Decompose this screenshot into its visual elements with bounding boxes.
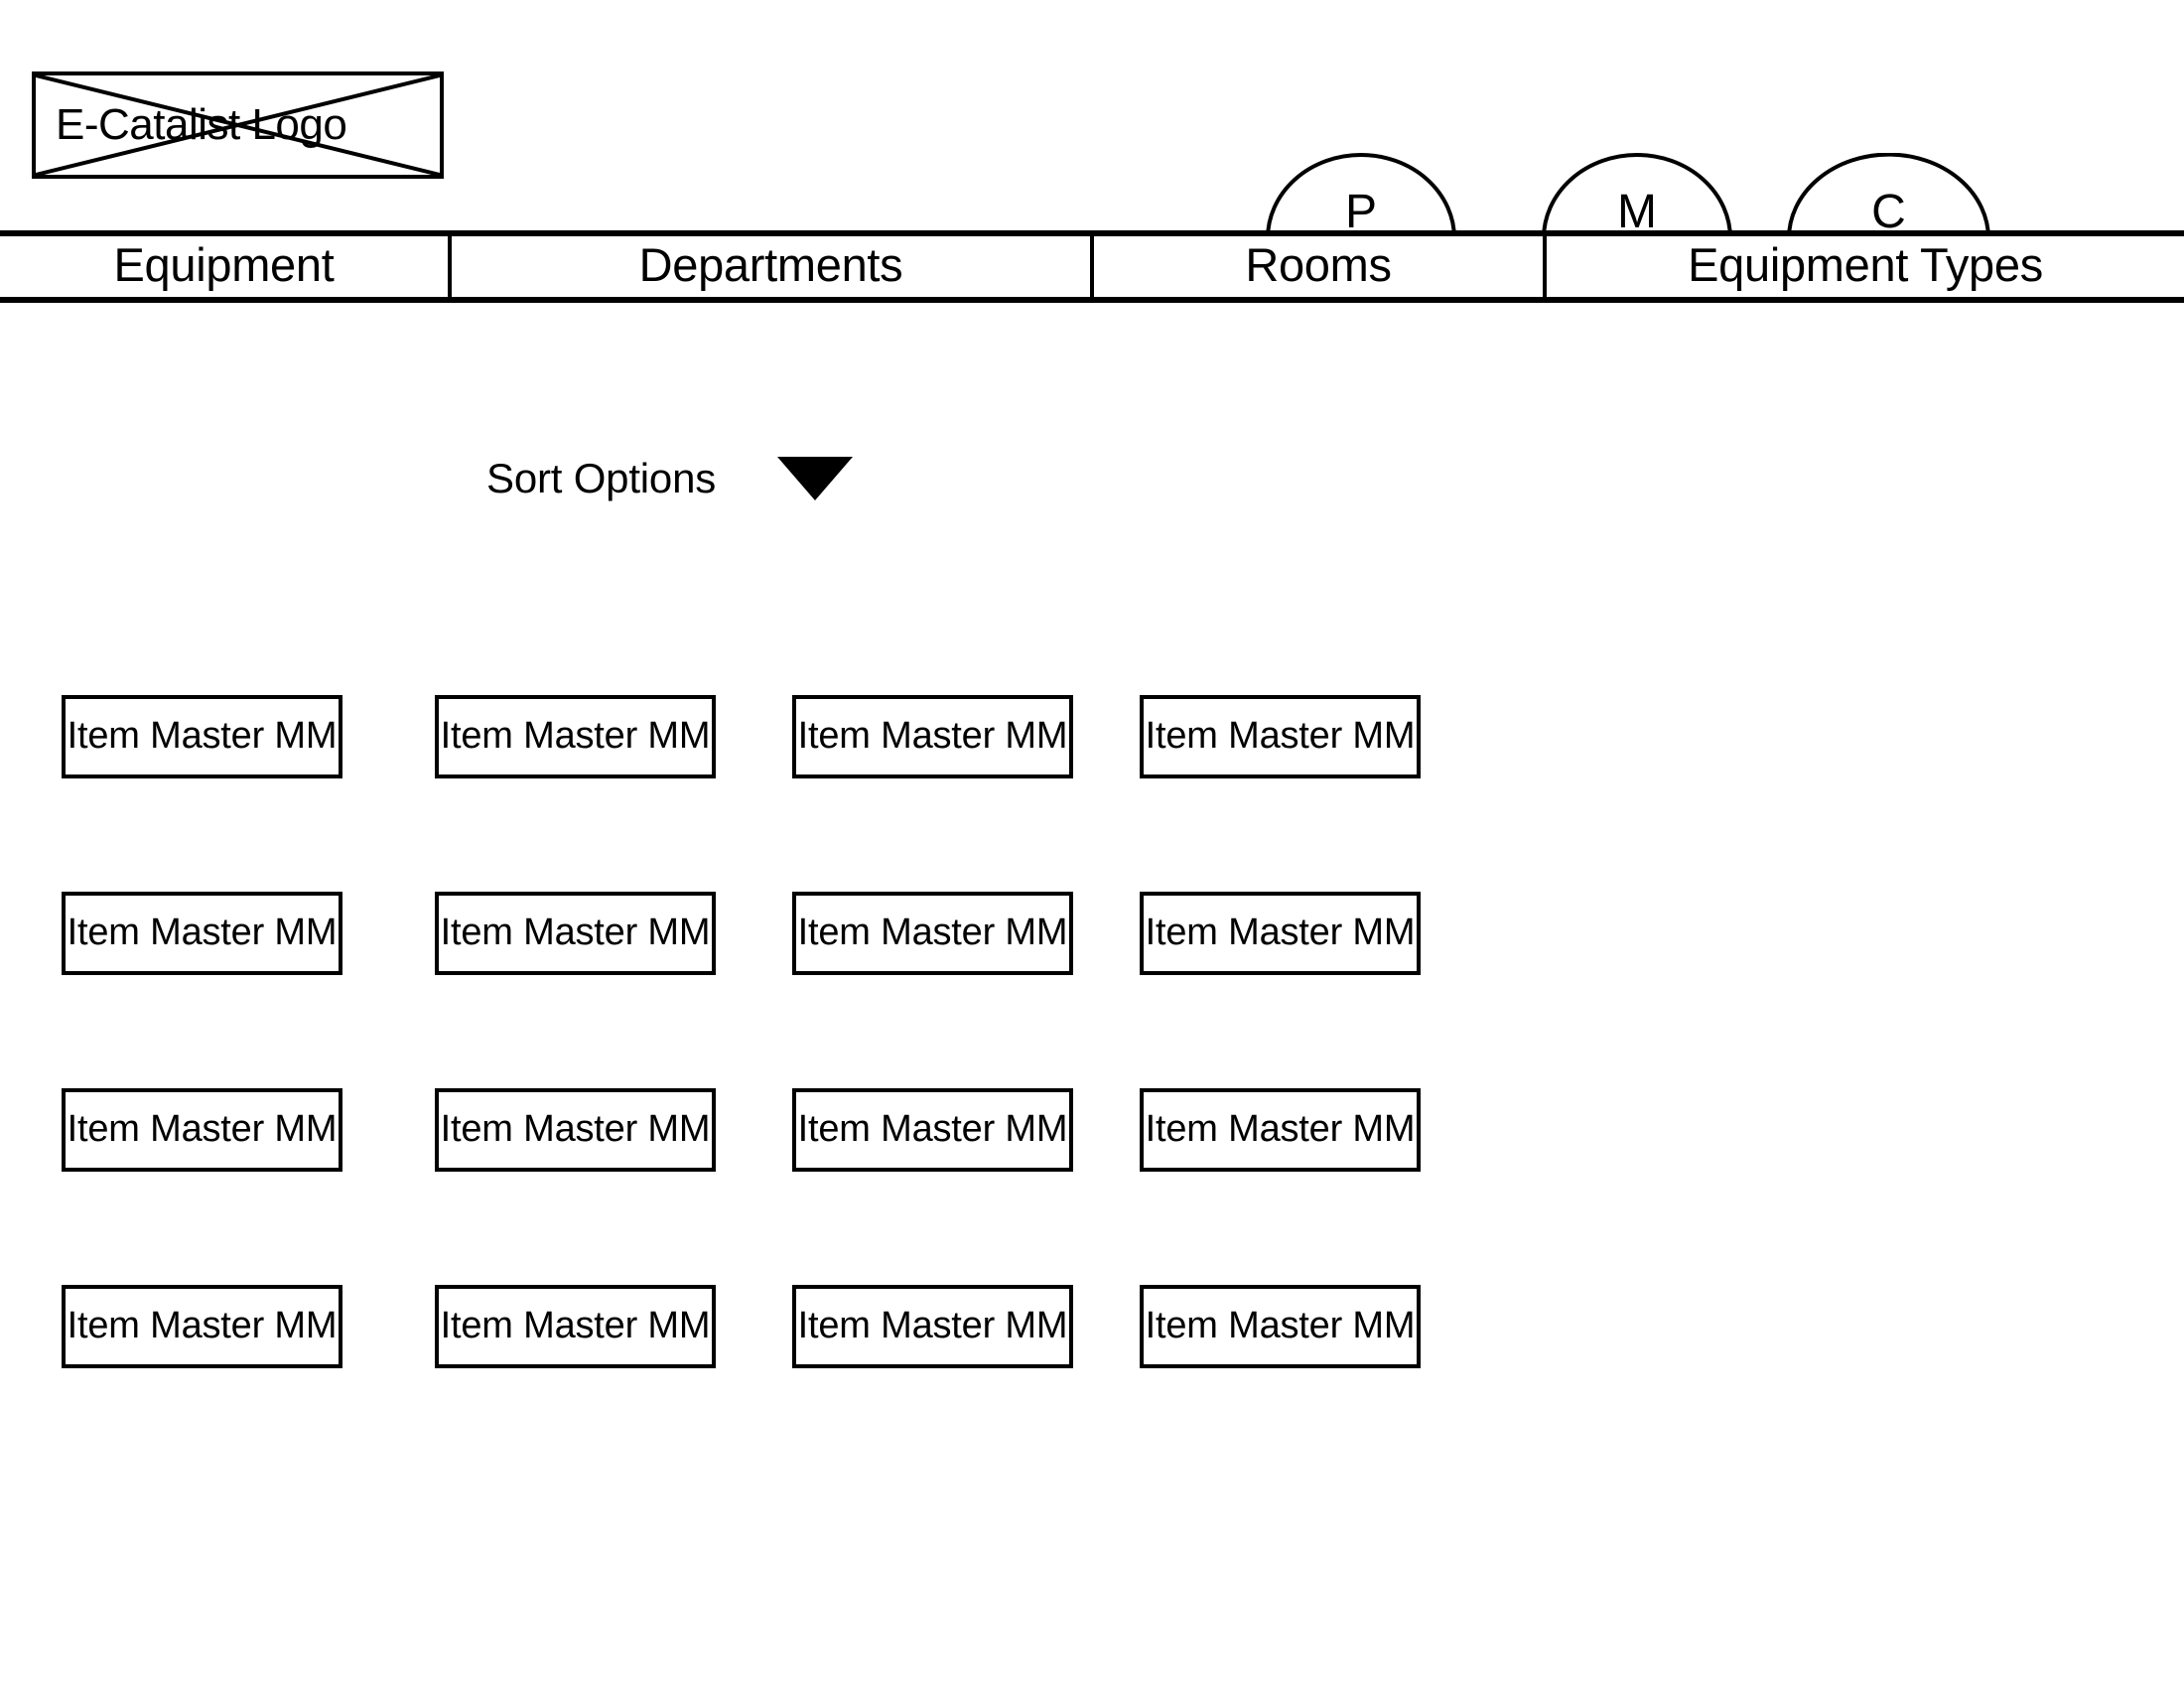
item-card-label: Item Master MM <box>1145 1305 1416 1346</box>
item-card-label: Item Master MM <box>797 912 1068 953</box>
logo-cross-icon <box>36 75 440 175</box>
item-card-label: Item Master MM <box>440 715 711 757</box>
item-card-label: Item Master MM <box>440 1108 711 1150</box>
item-card[interactable]: Item Master MM <box>1140 1088 1421 1172</box>
item-card-label: Item Master MM <box>67 912 338 953</box>
nav-tab-equipment-types[interactable]: Equipment Types <box>1547 236 2184 297</box>
logo-placeholder: E-Catalist Logo <box>32 71 444 179</box>
sort-options-label: Sort Options <box>486 455 717 501</box>
item-card[interactable]: Item Master MM <box>62 695 342 778</box>
badge-arch-c-label: C <box>1871 186 1906 238</box>
item-card-label: Item Master MM <box>67 715 338 757</box>
item-card-label: Item Master MM <box>797 1305 1068 1346</box>
item-card-label: Item Master MM <box>797 1108 1068 1150</box>
arch-shape-icon <box>1266 153 1456 238</box>
item-card[interactable]: Item Master MM <box>792 1088 1073 1172</box>
arch-shape-icon <box>1542 153 1732 238</box>
main-navigation-bar: Equipment Departments Rooms Equipment Ty… <box>0 230 2184 303</box>
item-grid: Item Master MM Item Master MM Item Maste… <box>0 695 2184 1481</box>
item-card-label: Item Master MM <box>67 1305 338 1346</box>
item-card[interactable]: Item Master MM <box>62 1285 342 1368</box>
item-card-label: Item Master MM <box>67 1108 338 1150</box>
item-grid-row: Item Master MM Item Master MM Item Maste… <box>0 1088 2184 1285</box>
item-card[interactable]: Item Master MM <box>792 695 1073 778</box>
item-grid-row: Item Master MM Item Master MM Item Maste… <box>0 892 2184 1088</box>
badge-arch-m-label: M <box>1617 186 1657 238</box>
nav-tab-equipment[interactable]: Equipment <box>0 236 452 297</box>
item-card[interactable]: Item Master MM <box>62 1088 342 1172</box>
badge-arch-p-label: P <box>1344 186 1377 238</box>
item-card-label: Item Master MM <box>1145 715 1416 757</box>
item-card-label: Item Master MM <box>440 912 711 953</box>
badge-arch-m[interactable]: M <box>1542 153 1732 238</box>
item-card[interactable]: Item Master MM <box>792 892 1073 975</box>
badge-arch-c[interactable]: C <box>1787 153 1990 238</box>
item-card[interactable]: Item Master MM <box>62 892 342 975</box>
nav-tab-equipment-types-label: Equipment Types <box>1688 238 2043 291</box>
sort-options-control[interactable]: Sort Options <box>486 449 854 508</box>
item-card[interactable]: Item Master MM <box>435 695 716 778</box>
item-card[interactable]: Item Master MM <box>435 1285 716 1368</box>
item-grid-row: Item Master MM Item Master MM Item Maste… <box>0 1285 2184 1481</box>
badge-arch-p[interactable]: P <box>1266 153 1456 238</box>
item-card[interactable]: Item Master MM <box>1140 892 1421 975</box>
item-card-label: Item Master MM <box>440 1305 711 1346</box>
item-card[interactable]: Item Master MM <box>1140 1285 1421 1368</box>
arch-shape-icon <box>1787 153 1990 238</box>
nav-tab-departments[interactable]: Departments <box>452 236 1094 297</box>
logo-label: E-Catalist Logo <box>56 100 347 149</box>
nav-tab-rooms-label: Rooms <box>1245 238 1392 291</box>
item-card-label: Item Master MM <box>1145 912 1416 953</box>
item-card[interactable]: Item Master MM <box>1140 695 1421 778</box>
nav-tab-equipment-label: Equipment <box>113 238 335 291</box>
item-card-label: Item Master MM <box>1145 1108 1416 1150</box>
nav-tab-rooms[interactable]: Rooms <box>1094 236 1547 297</box>
item-grid-row: Item Master MM Item Master MM Item Maste… <box>0 695 2184 892</box>
triangle-down-icon[interactable] <box>777 457 854 500</box>
nav-tab-departments-label: Departments <box>638 238 903 291</box>
item-card[interactable]: Item Master MM <box>792 1285 1073 1368</box>
item-card[interactable]: Item Master MM <box>435 892 716 975</box>
item-card-label: Item Master MM <box>797 715 1068 757</box>
item-card[interactable]: Item Master MM <box>435 1088 716 1172</box>
